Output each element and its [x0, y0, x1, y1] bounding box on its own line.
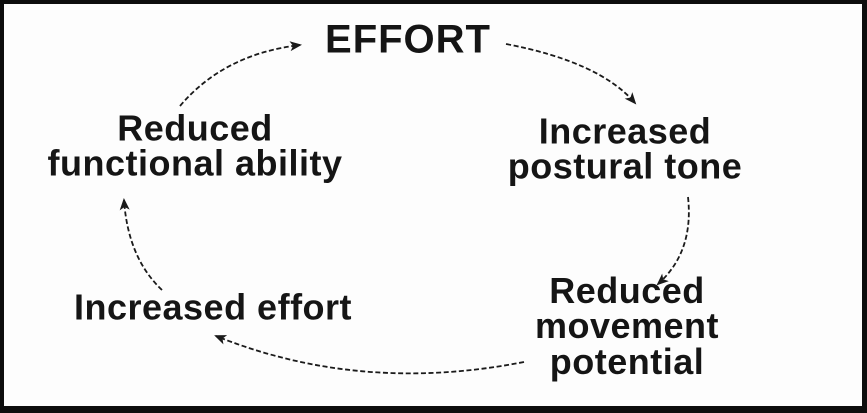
node-reduced-functional-ability: Reduced functional ability	[47, 107, 343, 184]
node-effort: EFFORT	[325, 17, 491, 62]
arrow-increased-effort-to-functional-ability	[119, 198, 163, 291]
node-increased-effort: Increased effort	[73, 286, 353, 328]
arrow-functional-ability-to-effort	[179, 41, 302, 107]
cycle-arrows	[119, 41, 690, 375]
arrow-postural-tone-to-movement-potential	[656, 196, 690, 286]
node-reduced-movement-potential: Reduced movement potential	[534, 270, 720, 382]
arrow-movement-potential-to-increased-effort	[214, 335, 525, 375]
arrow-effort-to-postural-tone	[505, 43, 637, 105]
node-increased-postural-tone: Increased postural tone	[507, 110, 743, 187]
